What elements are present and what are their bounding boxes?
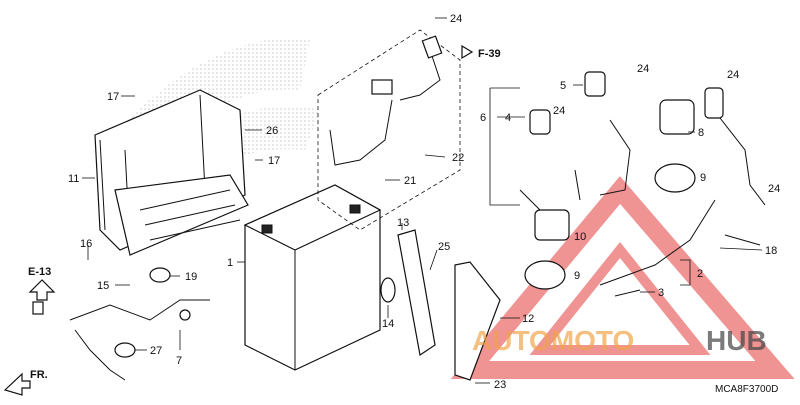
battery: [243, 184, 382, 371]
callout-5: 5: [560, 80, 566, 92]
callout-9-lower: 9: [574, 270, 580, 282]
callout-24-far-right: 24: [768, 183, 780, 195]
leader-lines: [82, 17, 763, 384]
callout-e13: E-13: [28, 266, 51, 278]
callout-17-right: 17: [268, 155, 280, 167]
callout-10: 10: [574, 231, 586, 243]
callout-f39: F-39: [478, 48, 501, 60]
callout-labels: 24 F-39 5 24 24 6 4 24 8 26 17 17 22 21 …: [28, 13, 780, 395]
callout-21: 21: [404, 175, 416, 187]
brackets: [380, 229, 501, 381]
callout-4: 4: [505, 112, 511, 124]
ground-harness: [32, 267, 210, 381]
callout-25: 25: [438, 241, 450, 253]
callout-24-relay-a: 24: [637, 63, 649, 75]
callout-26: 26: [266, 125, 278, 137]
callout-17-left: 17: [107, 91, 119, 103]
callout-6: 6: [480, 112, 486, 124]
callout-24-mid: 24: [553, 105, 565, 117]
callout-3: 3: [658, 287, 664, 299]
arrow-up-icon: [28, 279, 56, 301]
callout-12: 12: [522, 313, 534, 325]
watermark-logo: AUTOMOTO HUB: [472, 325, 767, 356]
front-arrow-icon: [3, 372, 31, 396]
watermark-text-automoto: AUTOMOTO: [472, 325, 634, 356]
callout-1: 1: [227, 257, 233, 269]
callout-23: 23: [494, 379, 506, 391]
callout-14: 14: [382, 318, 394, 330]
callout-15: 15: [97, 280, 109, 292]
callout-13: 13: [397, 217, 409, 229]
callout-27: 27: [150, 345, 162, 357]
callout-16: 16: [80, 238, 92, 250]
callout-fr: FR.: [30, 369, 48, 381]
reference-code: MCA8F3700D: [715, 384, 778, 395]
ref-arrow-icon: [461, 44, 474, 60]
battery-box: [94, 89, 249, 256]
callout-24-top: 24: [450, 13, 462, 25]
callout-11: 11: [68, 173, 79, 185]
callout-2: 2: [697, 268, 703, 280]
callout-19: 19: [185, 271, 197, 283]
cable-inset: [317, 29, 461, 231]
callout-7: 7: [176, 355, 182, 367]
watermark-text-hub: HUB: [706, 325, 767, 356]
callout-18: 18: [765, 245, 777, 257]
callout-22: 22: [452, 152, 464, 164]
relay-cluster: [519, 71, 766, 297]
callout-9-upper: 9: [700, 172, 706, 184]
callout-24-relay-b: 24: [727, 69, 739, 81]
callout-8: 8: [698, 127, 704, 139]
